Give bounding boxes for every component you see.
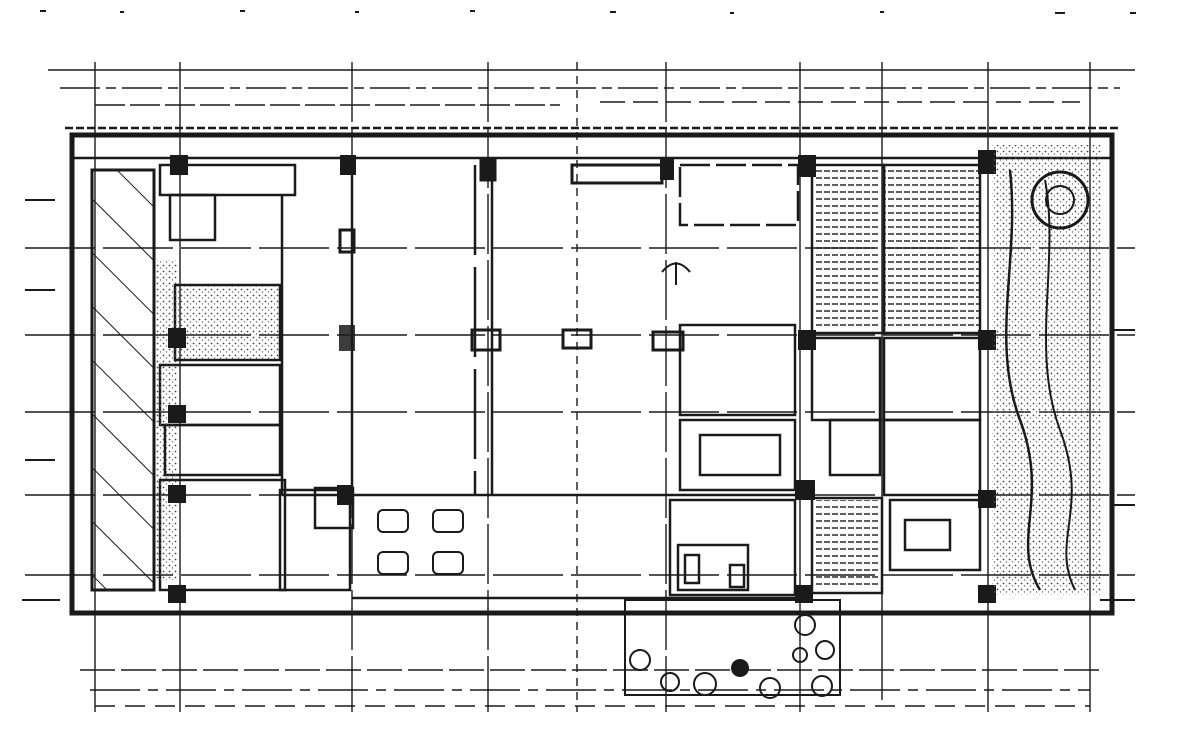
scan-noise-top: [40, 10, 1136, 14]
margin-ticks: [22, 199, 1135, 601]
left-rooms: [158, 163, 355, 592]
right-block-rooms: [810, 163, 982, 595]
lobby-tables: [377, 509, 464, 575]
central-hall: [280, 165, 800, 600]
garden-strip: [992, 145, 1102, 595]
hollow-columns: [338, 158, 685, 352]
door-swing: [661, 262, 691, 285]
roof-edge-band: [65, 126, 1120, 160]
hatched-wing: [90, 168, 156, 592]
exterior-walls: [69, 132, 1115, 616]
dimension-lines: [48, 69, 1135, 707]
entrance-planting: [624, 599, 841, 699]
service-rooms: [668, 163, 800, 597]
columns: [168, 150, 996, 603]
right-block-tiles: [815, 170, 980, 590]
